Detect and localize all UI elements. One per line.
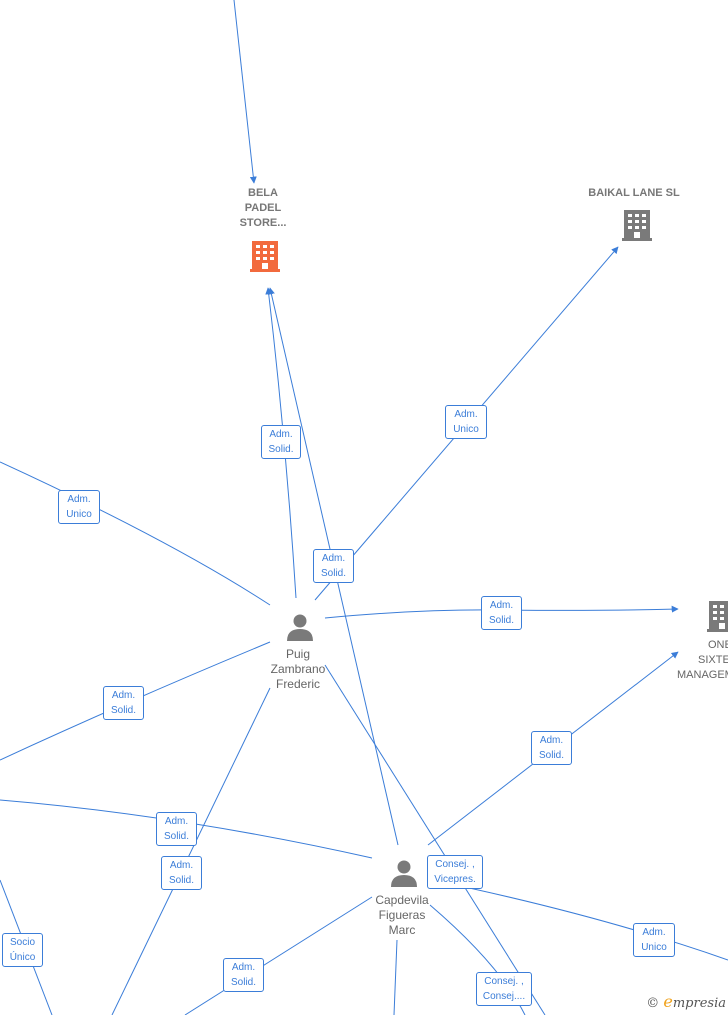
- person-label-line: Capdevila: [375, 893, 429, 907]
- relation-badge-adm-solid[interactable]: Adm. Solid.: [481, 596, 522, 630]
- relation-text: Solid.: [163, 831, 189, 842]
- relation-text: Consej....: [482, 991, 526, 1002]
- brand-watermark: © empresia: [646, 992, 726, 1011]
- person-icon[interactable]: [285, 612, 315, 642]
- building-icon[interactable]: [621, 207, 653, 241]
- relation-badge-adm-solid[interactable]: Adm. Solid.: [313, 549, 354, 583]
- company-label-line: PADEL: [244, 202, 282, 214]
- edge-capdevila-right: [431, 879, 728, 961]
- company-label-line: SIXTE: [698, 654, 728, 666]
- relation-badge-adm-solid[interactable]: Adm. Solid.: [261, 425, 301, 459]
- relation-badge-adm-solid[interactable]: Adm. Solid.: [531, 731, 572, 765]
- relation-text: Solid.: [488, 615, 514, 626]
- relation-badge-adm-unico[interactable]: Adm. Unico: [58, 490, 100, 524]
- company-label-bela[interactable]: BELA PADEL STORE...: [228, 186, 298, 231]
- building-icon[interactable]: [249, 238, 281, 272]
- company-label-line: STORE...: [239, 217, 287, 229]
- relation-text: Adm.: [67, 494, 91, 505]
- relation-badge-adm-solid[interactable]: Adm. Solid.: [161, 856, 202, 890]
- company-label-one[interactable]: ONE SIXTE MANAGEM: [676, 638, 728, 683]
- edge-capdevila-down-left: [184, 896, 373, 1015]
- relation-badge-adm-solid[interactable]: Adm. Solid.: [223, 958, 264, 992]
- company-label-line: MANAGEM: [677, 669, 728, 681]
- edge-puig-to-capdevila-right: [324, 664, 546, 1015]
- relation-text: Solid.: [538, 750, 564, 761]
- company-label-line: BELA: [248, 187, 278, 199]
- relation-text: Adm.: [454, 409, 478, 420]
- relation-badge-adm-unico[interactable]: Adm. Unico: [445, 405, 487, 439]
- relation-text: Adm.: [269, 429, 293, 440]
- relation-text: Consej. ,: [435, 859, 475, 870]
- relation-text: Unico: [641, 942, 667, 953]
- company-label-baikal[interactable]: BAIKAL LANE SL: [580, 186, 688, 201]
- copyright-symbol: ©: [646, 996, 660, 1011]
- relation-text: Socio: [9, 937, 35, 948]
- person-label-line: Puig: [285, 647, 311, 661]
- relation-text: Unico: [453, 424, 479, 435]
- person-label-line: Figueras: [378, 908, 426, 922]
- person-label-line: Marc: [388, 923, 416, 937]
- edge-top-to-bela: [233, 0, 257, 184]
- relation-text: Adm.: [321, 553, 346, 564]
- building-icon[interactable]: [706, 598, 728, 632]
- person-label-puig[interactable]: Puig Zambrano Frederic: [258, 647, 338, 692]
- relation-text: Vicepres.: [434, 874, 476, 885]
- relation-badge-consej-vicepres[interactable]: Consej. , Vicepres.: [427, 855, 483, 889]
- relation-text: Adm.: [111, 690, 136, 701]
- relation-text: Solid.: [320, 568, 346, 579]
- company-label-line: BAIKAL LANE SL: [588, 187, 680, 199]
- company-label-line: ONE: [708, 639, 728, 651]
- person-label-capdevila[interactable]: Capdevila Figueras Marc: [361, 893, 443, 938]
- relation-text: Adm.: [642, 927, 666, 938]
- person-label-line: Zambrano: [270, 662, 326, 676]
- edge-puig-down-left: [111, 687, 271, 1015]
- relation-text: Unico: [66, 509, 92, 520]
- relation-text: Adm.: [539, 735, 564, 746]
- relation-text: Adm.: [231, 962, 256, 973]
- relation-text: Adm.: [489, 600, 514, 611]
- relation-text: Consej. ,: [484, 976, 524, 987]
- relation-text: Solid.: [168, 875, 194, 886]
- person-icon[interactable]: [389, 858, 419, 888]
- relation-badge-consej-consej[interactable]: Consej. , Consej....: [476, 972, 532, 1006]
- edge-puig-left-top: [0, 461, 271, 606]
- relation-text: Adm.: [169, 860, 194, 871]
- relation-badge-adm-solid[interactable]: Adm. Solid.: [103, 686, 144, 720]
- relation-badge-adm-unico[interactable]: Adm. Unico: [633, 923, 675, 957]
- relation-badge-adm-solid[interactable]: Adm. Solid.: [156, 812, 197, 846]
- person-label-line: Frederic: [275, 677, 320, 691]
- relation-badge-socio-unico[interactable]: Socio Único: [2, 933, 43, 967]
- relation-text: Adm.: [164, 816, 189, 827]
- relation-text: Único: [9, 952, 36, 963]
- brand-initial: e: [663, 992, 673, 1011]
- relation-text: Solid.: [230, 977, 256, 988]
- brand-name: mpresia: [672, 996, 726, 1011]
- relation-text: Solid.: [268, 444, 294, 455]
- relation-text: Solid.: [110, 705, 136, 716]
- edge-capdevila-down: [393, 939, 398, 1015]
